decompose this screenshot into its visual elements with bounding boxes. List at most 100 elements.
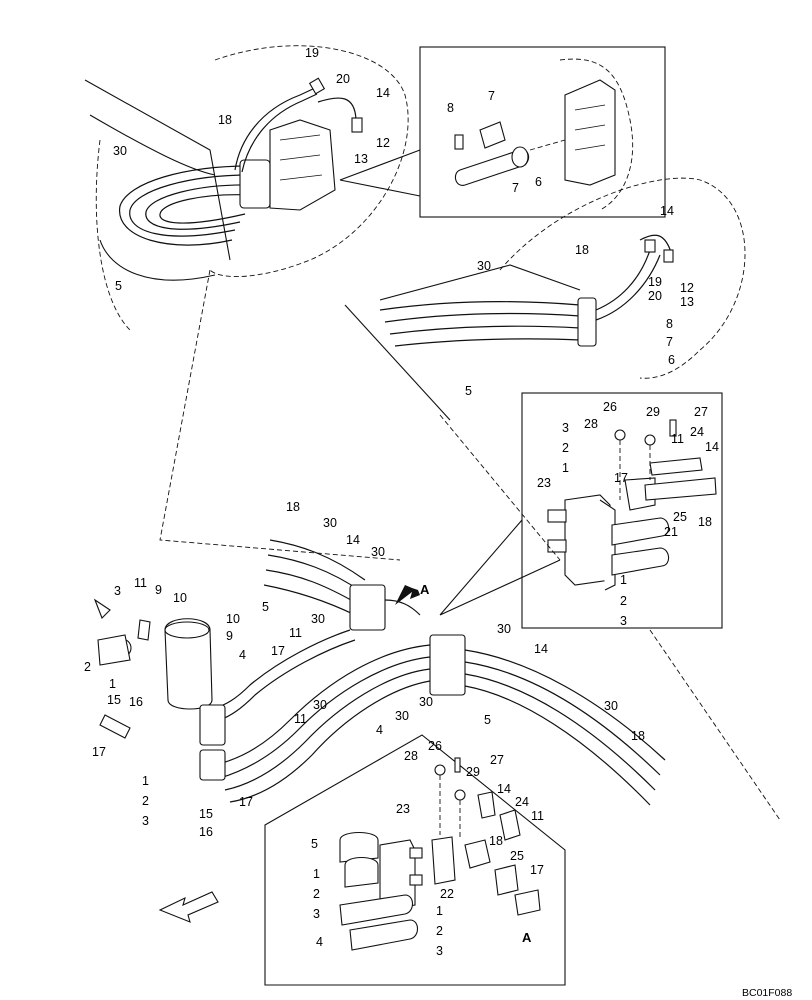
callout-label: 4 bbox=[316, 935, 323, 949]
drawing-code: BC01F088 bbox=[742, 987, 792, 999]
callout-label: 19 bbox=[648, 275, 662, 289]
callout-label: 18 bbox=[631, 729, 645, 743]
dashed-link-line-2 bbox=[439, 414, 561, 561]
callout-label: 30 bbox=[419, 695, 433, 709]
callout-label: 18 bbox=[489, 834, 503, 848]
callout-label: 20 bbox=[336, 72, 350, 86]
callout-label: 17 bbox=[614, 471, 628, 485]
callout-label: 7 bbox=[512, 181, 519, 195]
middle-right-view bbox=[344, 177, 746, 421]
callout-label: 3 bbox=[436, 944, 443, 958]
callout-label: 30 bbox=[113, 144, 127, 158]
dashed-link-line bbox=[159, 269, 401, 561]
callout-label: 3 bbox=[313, 907, 320, 921]
callout-label: 4 bbox=[239, 648, 246, 662]
callout-label: 30 bbox=[604, 699, 618, 713]
callout-label: 24 bbox=[690, 425, 704, 439]
callout-label: 14 bbox=[705, 440, 719, 454]
callout-label: 16 bbox=[129, 695, 143, 709]
callout-label: 18 bbox=[575, 243, 589, 257]
callout-label: 29 bbox=[466, 765, 480, 779]
callout-label: 25 bbox=[673, 510, 687, 524]
callout-label: 2 bbox=[142, 794, 149, 808]
callout-label: 30 bbox=[313, 698, 327, 712]
callout-label: 30 bbox=[497, 622, 511, 636]
callout-label: 23 bbox=[537, 476, 551, 490]
callout-label: 30 bbox=[395, 709, 409, 723]
callout-label: 5 bbox=[484, 713, 491, 727]
forward-direction-arrow-icon bbox=[158, 891, 219, 923]
callout-label: 14 bbox=[534, 642, 548, 656]
callout-label: 1 bbox=[620, 573, 627, 587]
callout-label: 3 bbox=[620, 614, 627, 628]
callout-label: 26 bbox=[603, 400, 617, 414]
callout-label: 29 bbox=[646, 405, 660, 419]
callout-label: 18 bbox=[218, 113, 232, 127]
callout-label: 14 bbox=[660, 204, 674, 218]
callout-label: 26 bbox=[428, 739, 442, 753]
callout-label: 18 bbox=[286, 500, 300, 514]
callout-label: 9 bbox=[226, 629, 233, 643]
detail-box-clamp bbox=[339, 46, 666, 218]
callout-label: 1 bbox=[562, 461, 569, 475]
dashed-link-line-3 bbox=[649, 629, 781, 821]
callout-label: 5 bbox=[465, 384, 472, 398]
callout-label: 17 bbox=[271, 644, 285, 658]
callout-label: 7 bbox=[488, 89, 495, 103]
callout-label: 6 bbox=[535, 175, 542, 189]
callout-label: 5 bbox=[311, 837, 318, 851]
callout-label: 2 bbox=[84, 660, 91, 674]
callout-label: 30 bbox=[371, 545, 385, 559]
callout-label: 22 bbox=[440, 887, 454, 901]
callout-label: 10 bbox=[173, 591, 187, 605]
callout-label: 19 bbox=[305, 46, 319, 60]
callout-label: 2 bbox=[562, 441, 569, 455]
callout-label: 2 bbox=[620, 594, 627, 608]
callout-label: 11 bbox=[134, 576, 147, 590]
callout-label: 16 bbox=[199, 825, 213, 839]
callout-label: 2 bbox=[313, 887, 320, 901]
callout-label: 12 bbox=[680, 281, 694, 295]
callout-label: 10 bbox=[226, 612, 240, 626]
callout-label: 28 bbox=[584, 417, 598, 431]
callout-label: 4 bbox=[376, 723, 383, 737]
callout-label: 24 bbox=[515, 795, 529, 809]
callout-label: 17 bbox=[530, 863, 544, 877]
view-a-marker: A bbox=[420, 582, 430, 597]
callout-label: 3 bbox=[114, 584, 121, 598]
callout-label: 1 bbox=[436, 904, 443, 918]
detail-box-valve-fittings bbox=[439, 392, 723, 629]
callout-label: 14 bbox=[376, 86, 390, 100]
callout-label: 30 bbox=[323, 516, 337, 530]
callout-label: 11 bbox=[289, 626, 302, 640]
callout-label: 8 bbox=[666, 317, 673, 331]
callout-label: 25 bbox=[510, 849, 524, 863]
callout-label: 20 bbox=[648, 289, 662, 303]
central-assembly bbox=[93, 539, 666, 806]
view-a-title: A bbox=[522, 930, 532, 945]
callout-label: 15 bbox=[107, 693, 121, 707]
detail-box-view-a bbox=[264, 734, 566, 986]
callout-label: 14 bbox=[497, 782, 511, 796]
callout-label: 5 bbox=[115, 279, 122, 293]
callout-label: 30 bbox=[311, 612, 325, 626]
callout-label: 5 bbox=[262, 600, 269, 614]
callout-label: 2 bbox=[436, 924, 443, 938]
callout-label: 11 bbox=[671, 432, 684, 446]
callout-label: 6 bbox=[668, 353, 675, 367]
top-left-view bbox=[84, 45, 409, 331]
callout-label: 11 bbox=[531, 809, 544, 823]
callout-label: 3 bbox=[562, 421, 569, 435]
callout-label: 14 bbox=[346, 533, 360, 547]
view-arrow-icon bbox=[395, 585, 420, 605]
callout-label: 13 bbox=[354, 152, 368, 166]
callout-label: 13 bbox=[680, 295, 694, 309]
callout-label: 30 bbox=[477, 259, 491, 273]
callout-label: 8 bbox=[447, 101, 454, 115]
callout-label: 1 bbox=[142, 774, 149, 788]
callout-label: 1 bbox=[313, 867, 320, 881]
callout-label: 18 bbox=[698, 515, 712, 529]
callout-label: 27 bbox=[694, 405, 708, 419]
callout-label: 7 bbox=[666, 335, 673, 349]
